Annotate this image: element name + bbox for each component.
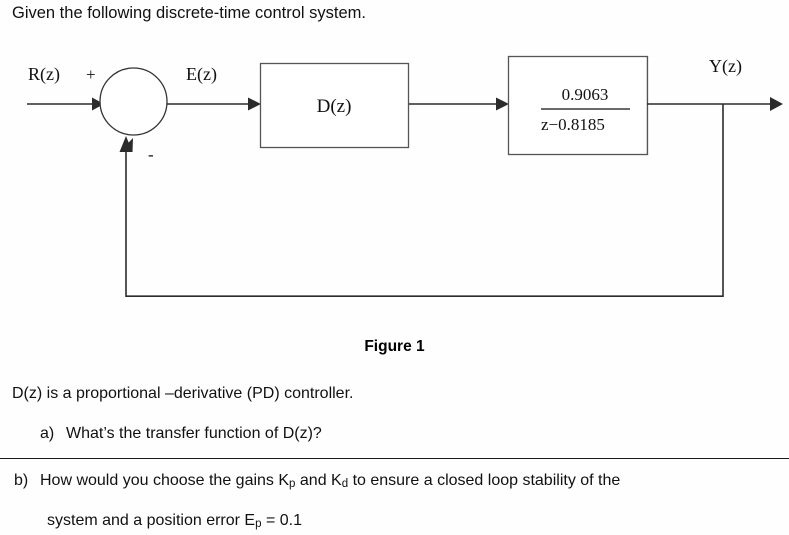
question-b-line2-text: system and a position error E bbox=[47, 512, 256, 529]
plant-numerator: 0.9063 bbox=[562, 85, 609, 104]
question-b-subscript-p: p bbox=[289, 478, 296, 491]
controller-block-label: D(z) bbox=[317, 96, 352, 117]
output-wire bbox=[647, 97, 783, 111]
block-diagram-svg: D(z) 0.9063 z−0.8185 bbox=[27, 55, 783, 298]
question-b-position-error-value: = 0.1 bbox=[261, 512, 302, 529]
controller-to-plant-wire bbox=[409, 97, 509, 111]
error-wire bbox=[167, 97, 261, 111]
input-wire bbox=[27, 97, 104, 111]
error-signal-label: E(z) bbox=[186, 64, 217, 85]
denominator-clip-mask bbox=[648, 57, 656, 154]
horizontal-rule bbox=[0, 458, 789, 459]
question-a-text: What’s the transfer function of D(z)? bbox=[66, 425, 322, 442]
question-b-subscript-ep: p bbox=[255, 518, 262, 531]
question-b-text-part3: to ensure a closed loop stability of the bbox=[348, 472, 621, 489]
controller-block bbox=[259, 62, 410, 149]
plant-denominator: z−0.8185 bbox=[541, 115, 605, 134]
figure-caption: Figure 1 bbox=[364, 338, 425, 355]
input-signal-label: R(z) bbox=[28, 64, 60, 85]
summing-junction bbox=[99, 67, 168, 136]
question-a-label: a) bbox=[40, 425, 55, 442]
block-diagram: D(z) 0.9063 z−0.8185 bbox=[27, 55, 783, 298]
plus-sign-label: + bbox=[86, 65, 96, 84]
question-b-text-part2: and K bbox=[295, 472, 342, 489]
question-a: a) What’s the transfer function of D(z)? bbox=[40, 423, 322, 445]
controller-description: D(z) is a proportional –derivative (PD) … bbox=[12, 385, 354, 402]
output-signal-label: Y(z) bbox=[709, 56, 742, 77]
question-b-subscript-d: d bbox=[341, 478, 349, 491]
feedback-wire bbox=[119, 104, 724, 298]
question-b-label: b) bbox=[14, 472, 29, 489]
question-b: b) How would you choose the gains Kp and … bbox=[14, 470, 774, 495]
question-b-text-part1: How would you choose the gains K bbox=[40, 472, 290, 489]
question-b-line2: system and a position error Ep = 0.1 bbox=[47, 512, 302, 530]
minus-sign-label: - bbox=[148, 145, 154, 164]
plant-block bbox=[507, 55, 649, 156]
prompt-text: Given the following discrete-time contro… bbox=[12, 4, 366, 22]
